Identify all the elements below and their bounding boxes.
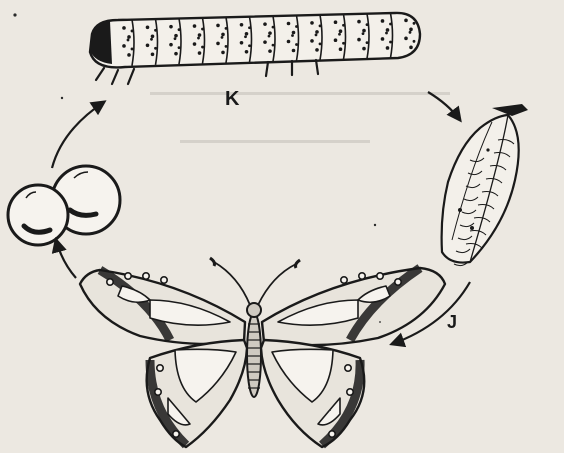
arrow-adult-to-eggs [56, 240, 76, 278]
bleed-through-text [150, 92, 450, 143]
arrow-larva-to-pupa [428, 92, 460, 120]
larva-stage-label: K [225, 89, 239, 109]
butterfly-adult [80, 258, 445, 447]
chrysalis-pupa [442, 104, 528, 266]
arrow-eggs-to-larva [52, 102, 104, 168]
pupa-stage-label: J [447, 313, 457, 331]
eggs [8, 166, 120, 245]
caterpillar-larva [90, 13, 420, 84]
